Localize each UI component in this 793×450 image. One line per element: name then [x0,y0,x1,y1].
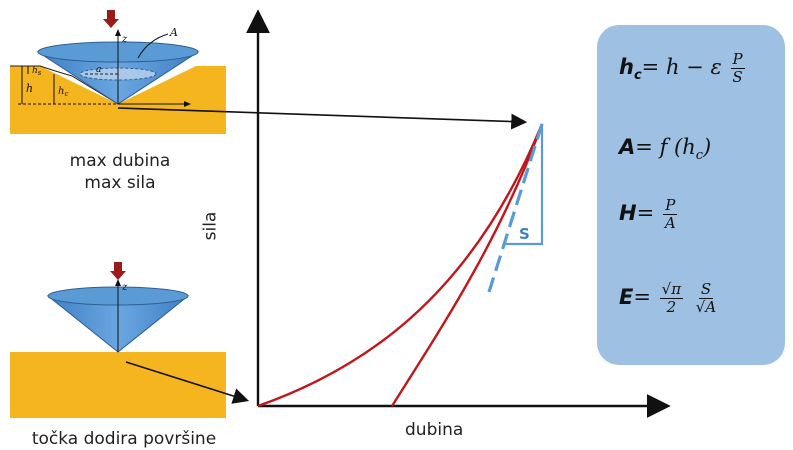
caption-max-force: max sila [84,173,156,193]
y-axis-label: sila [200,211,221,241]
x-axis-label: dubina [405,420,464,440]
bottom-contact-schematic: z [10,262,226,418]
force-arrow-bottom [110,262,126,280]
stiffness-triangle [505,124,544,246]
unloading-curve [390,123,544,407]
area-label: A [169,26,178,39]
radius-label: a [96,65,101,75]
sink-in-profile [10,65,119,105]
sample-block-bottom [10,352,226,418]
z-label-bottom: z [121,282,128,293]
force-arrow-top [103,10,119,28]
contact-pointer-arrow [125,361,250,404]
stiffness-tangent [487,123,544,293]
z-label-top: z [121,34,128,45]
max-depth-pointer-arrow [117,107,528,130]
stiffness-label: S [519,225,530,243]
area-pointer [137,33,169,59]
caption-max-depth: max dubina [69,151,171,171]
hc-symbol: hc [619,55,642,84]
formula-area: A= f (hc) [619,135,712,164]
hc-label: hc [58,86,68,98]
modulus-fraction-2: S√A [695,280,717,316]
max-depth-caption: max dubina max sila [40,150,200,194]
h-label: h [26,82,33,95]
surface-contact-caption: točka dodira površine [31,429,217,449]
top-indentation-schematic: z A a hs h hc [10,10,226,134]
hs-label: hs [32,66,42,77]
loading-curve [257,123,544,408]
